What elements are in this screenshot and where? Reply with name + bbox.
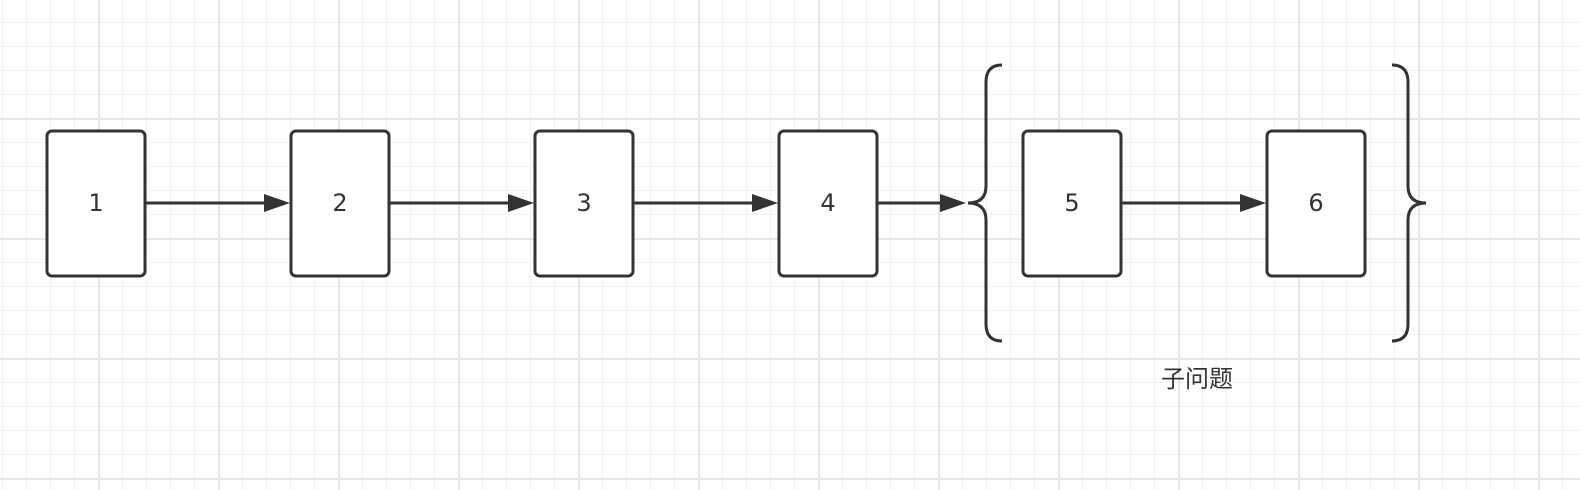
node-2-label: 2 (332, 189, 347, 217)
node-6[interactable]: 6 (1265, 129, 1367, 278)
node-3-label: 3 (576, 189, 591, 217)
node-5-label: 5 (1064, 189, 1079, 217)
node-6-box[interactable] (1265, 129, 1367, 278)
node-3-box[interactable] (533, 129, 635, 278)
arrowhead-3-to-4 (752, 194, 778, 212)
node-5[interactable]: 5 (1021, 129, 1123, 278)
edges (146, 194, 1266, 212)
node-1[interactable]: 1 (45, 129, 147, 278)
node-4-box[interactable] (777, 129, 879, 278)
arrowhead-5-to-6 (1240, 194, 1266, 212)
nodes: 1 2 3 4 5 6 (45, 129, 1367, 278)
node-1-label: 1 (88, 189, 103, 217)
node-6-label: 6 (1308, 189, 1323, 217)
node-3[interactable]: 3 (533, 129, 635, 278)
node-1-box[interactable] (45, 129, 147, 278)
arrowhead-4-to-group (940, 194, 966, 212)
arrowhead-2-to-3 (508, 194, 534, 212)
group-subproblem: 子问题 (967, 63, 1427, 393)
group-label: 子问题 (1161, 365, 1233, 393)
node-4-label: 4 (820, 189, 835, 217)
left-brace[interactable] (967, 63, 1003, 343)
node-2-box[interactable] (289, 129, 391, 278)
arrowhead-1-to-2 (264, 194, 290, 212)
node-4[interactable]: 4 (777, 129, 879, 278)
node-5-box[interactable] (1021, 129, 1123, 278)
right-brace[interactable] (1391, 63, 1427, 343)
node-2[interactable]: 2 (289, 129, 391, 278)
